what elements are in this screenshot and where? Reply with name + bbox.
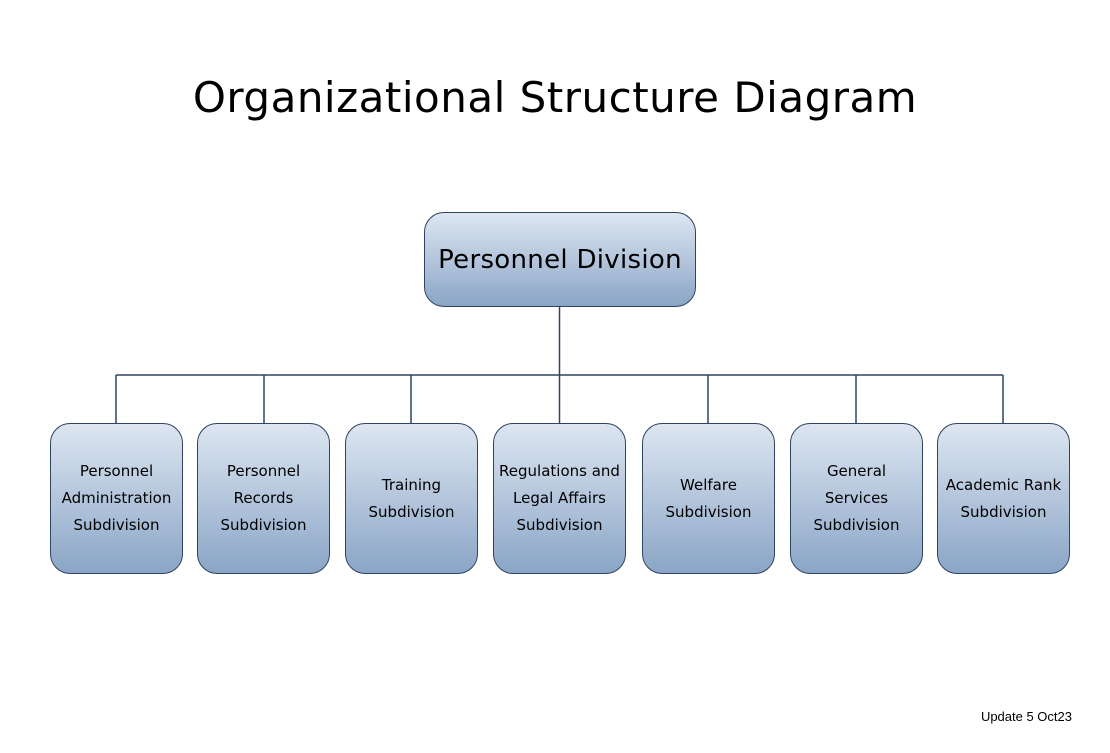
node-label: Personnel Administration Subdivision bbox=[61, 462, 172, 534]
update-date-note: Update 5 Oct23 bbox=[980, 709, 1072, 724]
personnel-administration-subdivision-node: Personnel Administration Subdivision bbox=[50, 423, 183, 574]
welfare-subdivision-node: Welfare Subdivision bbox=[642, 423, 775, 574]
node-label: Personnel Records Subdivision bbox=[220, 462, 307, 534]
node-label: Regulations and Legal Affairs Subdivisio… bbox=[499, 462, 620, 534]
node-label: Personnel Division bbox=[438, 244, 682, 275]
regulations-legal-affairs-subdivision-node: Regulations and Legal Affairs Subdivisio… bbox=[493, 423, 626, 574]
academic-rank-subdivision-node: Academic Rank Subdivision bbox=[937, 423, 1070, 574]
node-label: Training Subdivision bbox=[368, 475, 455, 521]
node-label: Academic Rank Subdivision bbox=[945, 475, 1062, 521]
diagram-title: Organizational Structure Diagram bbox=[192, 73, 918, 122]
personnel-records-subdivision-node: Personnel Records Subdivision bbox=[197, 423, 330, 574]
node-label: General Services Subdivision bbox=[813, 462, 900, 534]
personnel-division-node: Personnel Division bbox=[424, 212, 696, 307]
training-subdivision-node: Training Subdivision bbox=[345, 423, 478, 574]
general-services-subdivision-node: General Services Subdivision bbox=[790, 423, 923, 574]
node-label: Welfare Subdivision bbox=[665, 475, 752, 521]
